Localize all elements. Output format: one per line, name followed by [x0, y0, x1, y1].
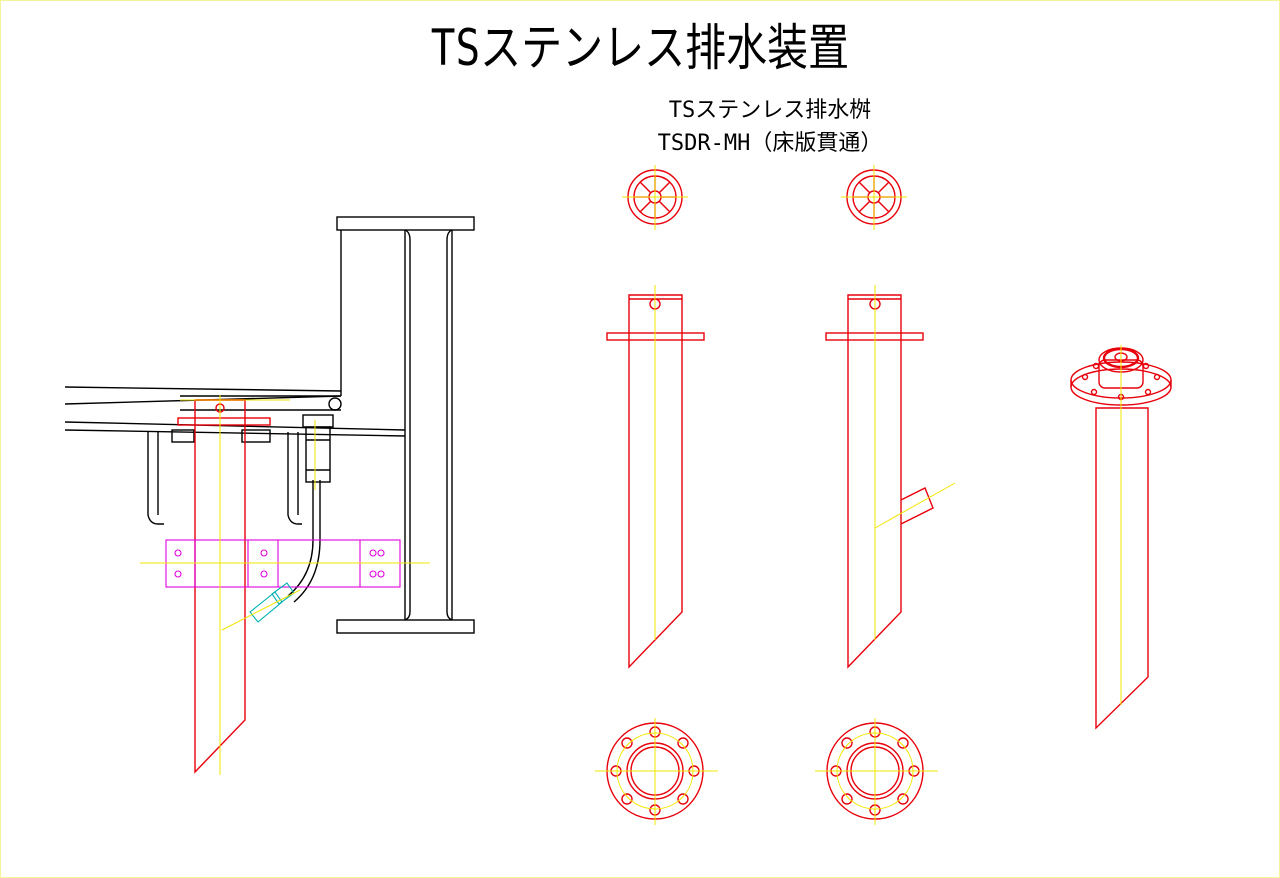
centerlines-right [595, 165, 1122, 825]
drain-pipe-side-view-2 [825, 294, 934, 669]
hose-coupler [249, 582, 295, 623]
drain-pipe-left [177, 399, 271, 774]
product-name: TSステンレス排水桝 [668, 98, 872, 123]
centerlines-left [140, 395, 430, 775]
drawing-title: TSステンレス排水装置 [430, 19, 850, 77]
bridge-girder-section [64, 216, 475, 634]
product-model: TSDR-MH（床版貫通） [657, 131, 883, 156]
